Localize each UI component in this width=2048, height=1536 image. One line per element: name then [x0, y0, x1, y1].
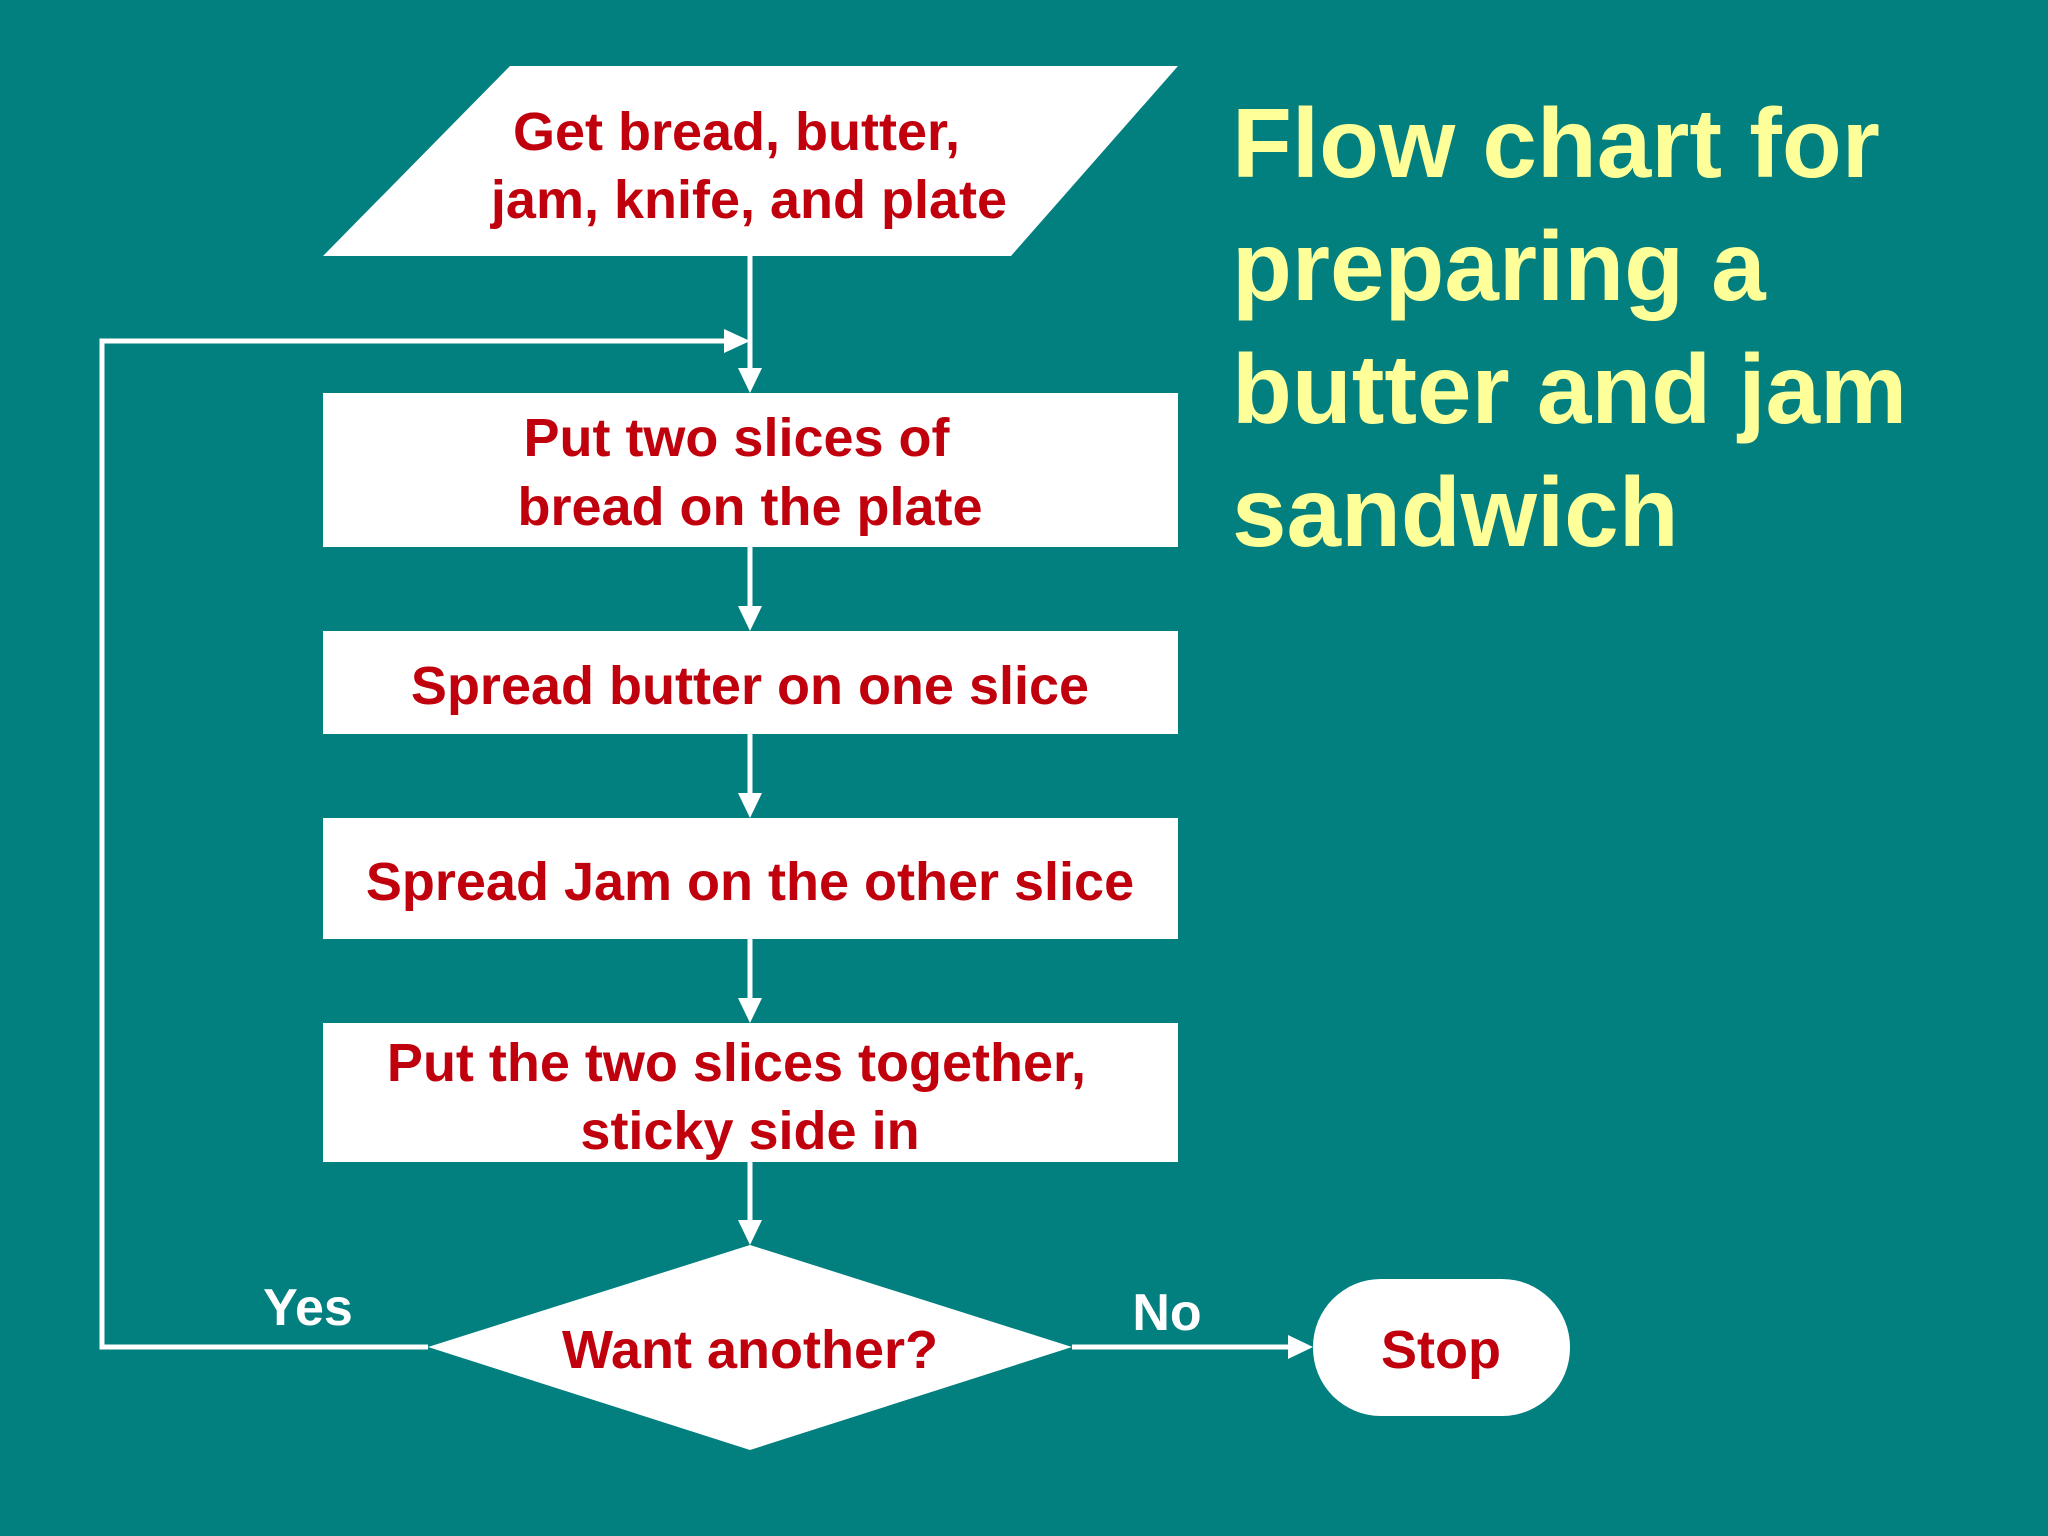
node-text: sticky side in: [580, 1101, 919, 1161]
process-box: [323, 1023, 1178, 1162]
node-step3: Spread Jam on the other slice: [323, 818, 1178, 939]
node-text: Get bread, butter,: [513, 102, 960, 162]
node-decision: Want another?: [428, 1245, 1072, 1450]
edge-yes-loop: [99, 338, 728, 1350]
edge-label-yes: Yes: [263, 1279, 353, 1337]
node-text: bread on the plate: [517, 477, 982, 537]
node-step2: Spread butter on one slice: [323, 631, 1178, 734]
node-stop: Stop: [1313, 1279, 1570, 1416]
node-text: Spread butter on one slice: [411, 656, 1089, 716]
svg-text:Spread butter on one slice: Spread butter on one slice: [411, 656, 1089, 716]
edge-label-no: No: [1132, 1284, 1201, 1342]
node-input: Get bread, butter, jam, knife, and plate: [323, 66, 1178, 256]
decision-diamond: [428, 1245, 1072, 1450]
process-box: [323, 631, 1178, 734]
node-text: Stop: [1381, 1320, 1501, 1380]
node-text: Spread Jam on the other slice: [366, 852, 1134, 912]
svg-text:Stop: Stop: [1381, 1320, 1501, 1380]
title-line: Flow chart for: [1232, 88, 1880, 198]
svg-text:Spread Jam on the other slice: Spread Jam on the other slice: [366, 852, 1134, 912]
connectors: [99, 256, 1313, 1359]
node-step1: Put two slices of bread on the plate: [323, 393, 1178, 547]
svg-text:Want another?: Want another?: [562, 1320, 938, 1380]
arrowhead: [738, 998, 762, 1023]
arrowhead: [738, 1220, 762, 1245]
terminator-shape: [1313, 1279, 1570, 1416]
parallelogram-shape: [323, 66, 1178, 256]
arrowhead: [738, 368, 762, 393]
arrowhead: [738, 793, 762, 818]
node-text: jam, knife, and plate: [490, 170, 1007, 230]
node-step4: Put the two slices together, sticky side…: [323, 1023, 1178, 1162]
title-line: preparing a: [1232, 211, 1767, 321]
node-text: Put two slices of: [523, 408, 950, 468]
svg-text:Put two slices of bread: Put two slices of bread on the plate: [517, 408, 982, 537]
svg-text:Put the two slices together,: Put the two slices together, sticky side…: [387, 1033, 1101, 1161]
node-text: Want another?: [562, 1320, 938, 1380]
arrowhead: [1288, 1335, 1313, 1359]
process-box: [323, 818, 1178, 939]
process-box: [323, 393, 1178, 547]
node-text: Put the two slices together,: [387, 1033, 1086, 1093]
title-line: sandwich: [1232, 457, 1679, 567]
diagram-title: Flow chart for preparing a butter and ja…: [1232, 88, 1934, 567]
svg-text:Get bread, butter, jam,: Get bread, butter, jam, knife, and plate: [490, 102, 1007, 230]
title-line: butter and jam: [1232, 334, 1907, 444]
arrowhead: [738, 606, 762, 631]
arrowhead: [724, 329, 750, 353]
